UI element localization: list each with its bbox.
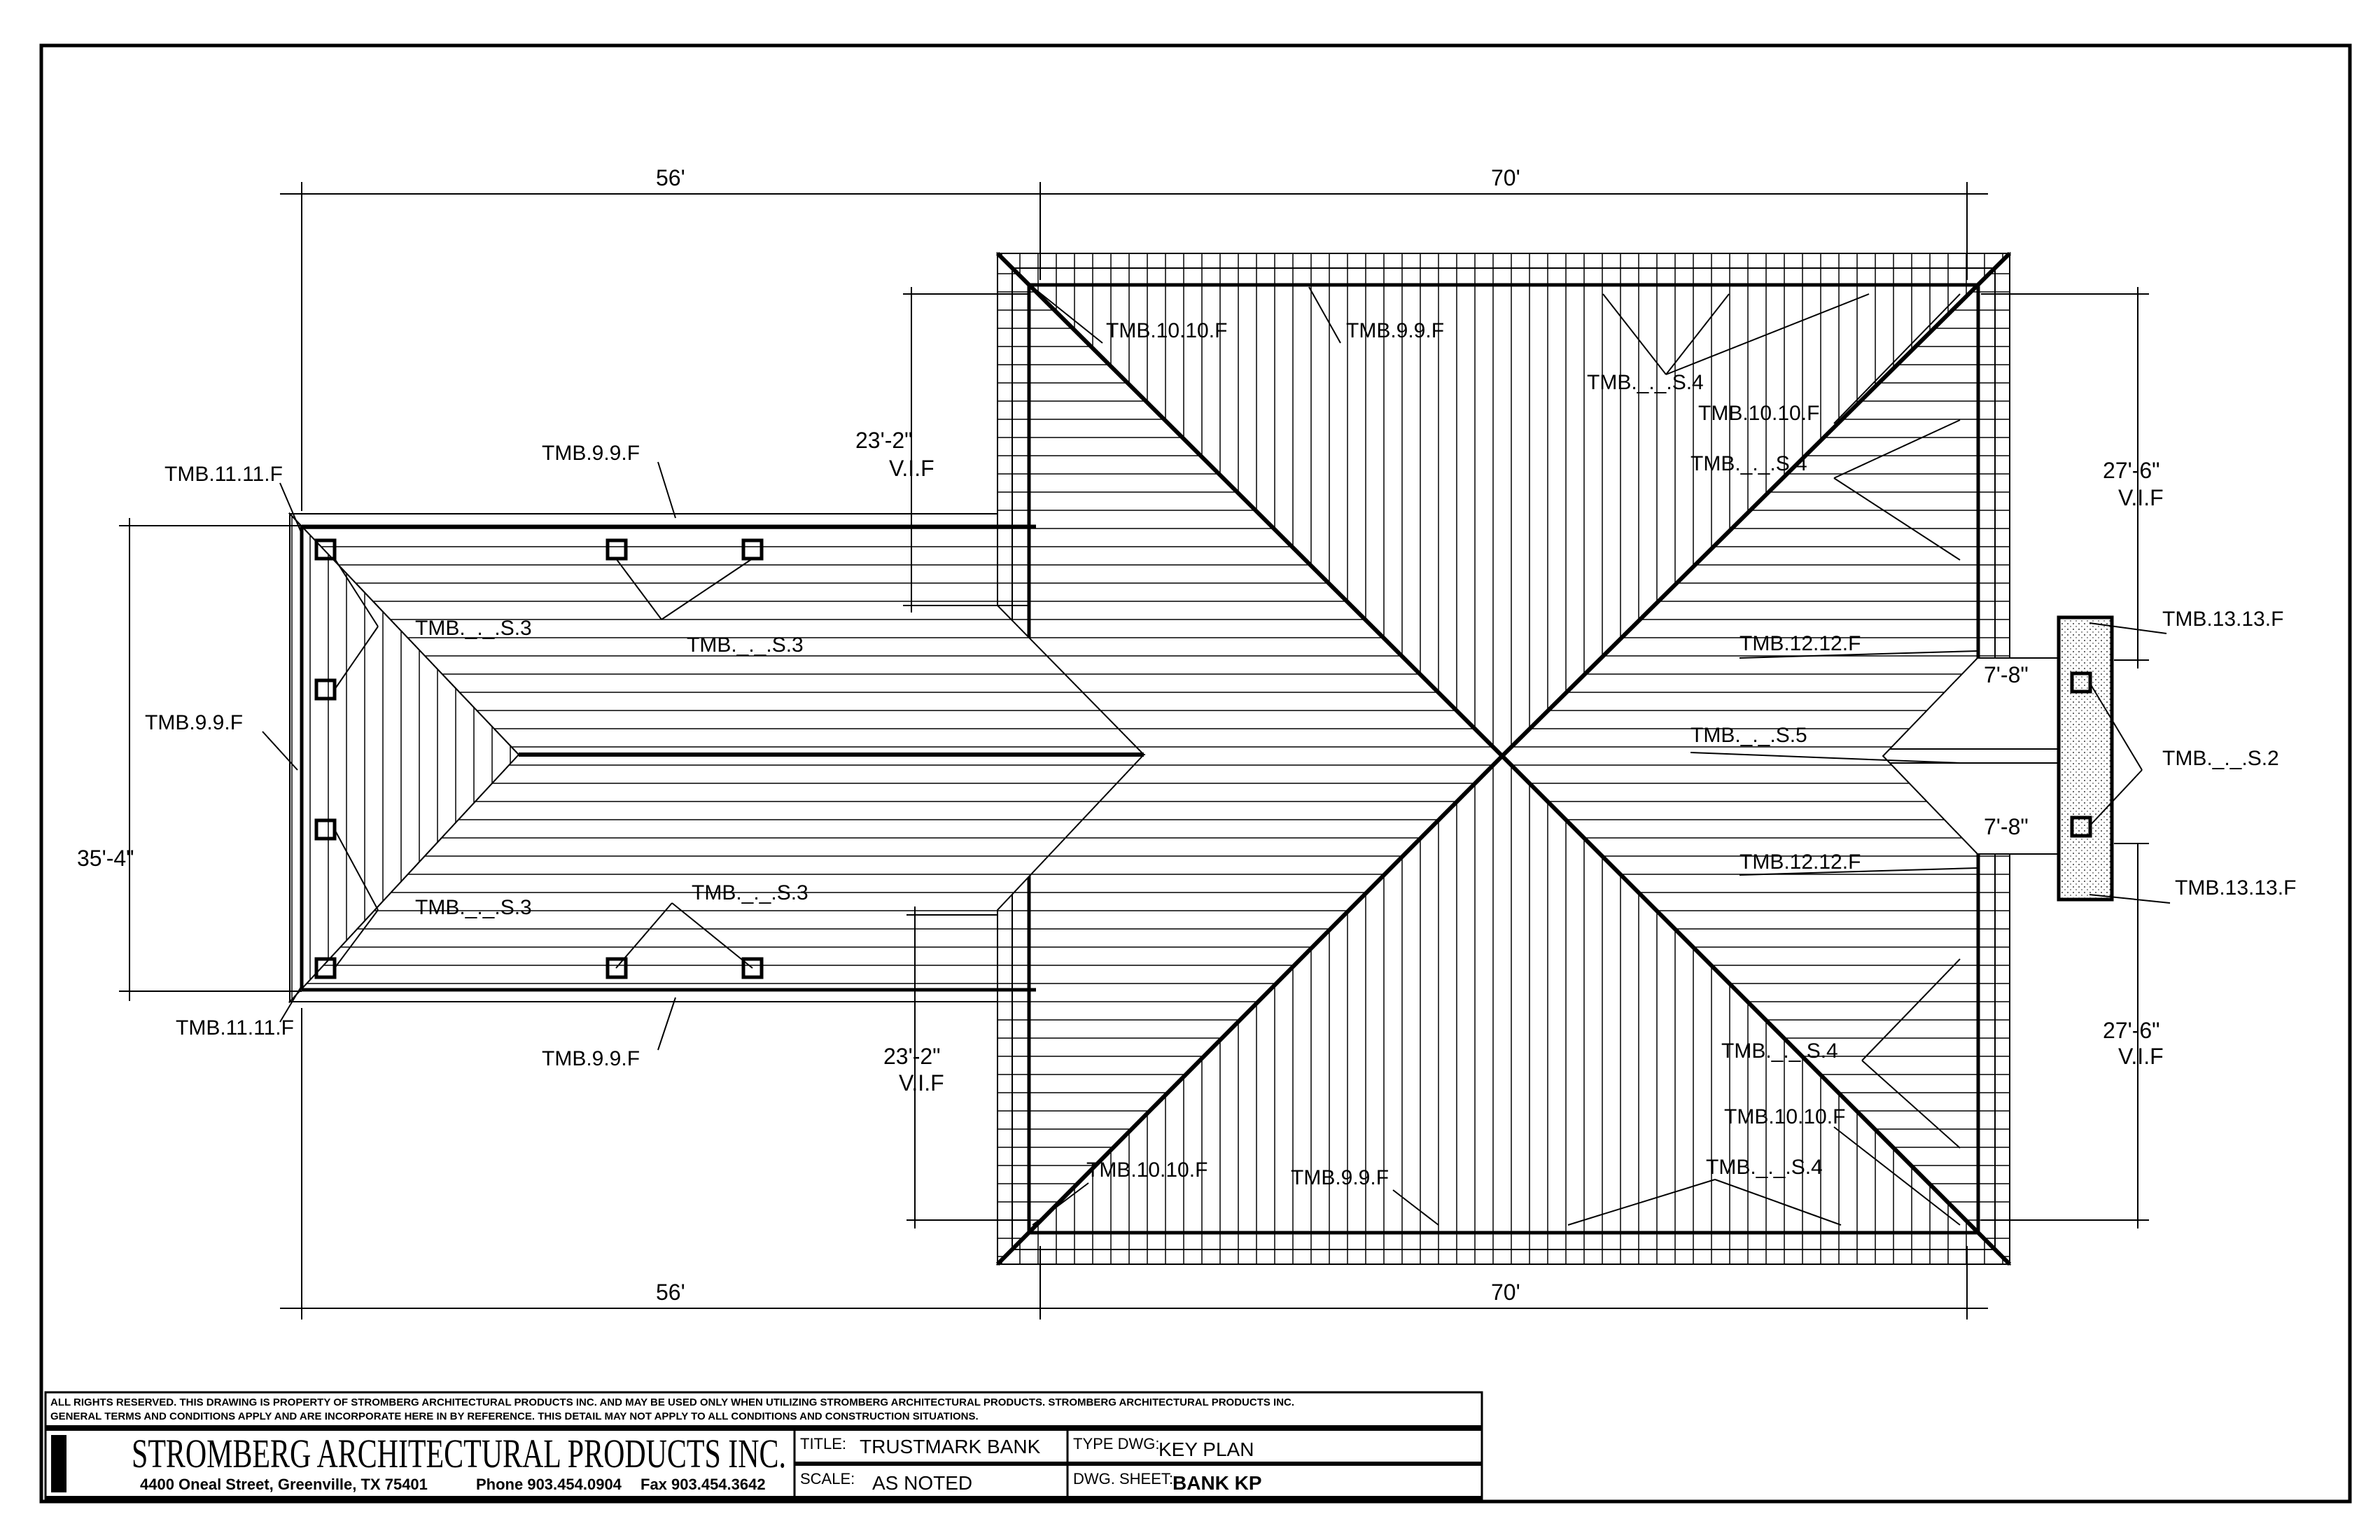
company-name: STROMBERG ARCHITECTURAL PRODUCTS INC.	[132, 1431, 786, 1476]
scale-label: SCALE:	[800, 1470, 855, 1488]
dimension-lines	[119, 182, 2149, 1320]
company-address: 4400 Oneal Street, Greenville, TX 75401	[140, 1476, 428, 1493]
callout: TMB.10.10.F	[1698, 402, 1819, 425]
type-label: TYPE DWG:	[1073, 1435, 1159, 1452]
callout: TMB.9.9.F	[145, 711, 243, 734]
dim-wing-height: 35'-4"	[77, 846, 134, 871]
dim-right-upper-note: V.I.F	[2118, 485, 2164, 510]
right-bay	[1882, 615, 2114, 902]
callout: TMB._._.S.4	[1721, 1040, 1838, 1063]
callout: TMB.9.9.F	[1346, 319, 1444, 342]
dim-upper-offset-note: V.I.F	[889, 456, 934, 481]
callout: TMB.9.9.F	[542, 1047, 640, 1070]
dim-right-upper: 27'-6"	[2103, 458, 2160, 483]
scale-value: AS NOTED	[872, 1472, 972, 1494]
callout: TMB.10.10.F	[1086, 1158, 1208, 1182]
callout: TMB._._.S.3	[687, 634, 804, 657]
dim-lower-offset-note: V.I.F	[899, 1070, 944, 1096]
callout: TMB.12.12.F	[1740, 850, 1861, 874]
callout: TMB.11.11.F	[176, 1016, 294, 1040]
callout: TMB.13.13.F	[2175, 876, 2296, 899]
notice-line-1: ALL RIGHTS RESERVED. THIS DRAWING IS PRO…	[50, 1396, 1294, 1408]
callout: TMB.12.12.F	[1740, 632, 1861, 655]
notice-line-2: GENERAL TERMS AND CONDITIONS APPLY AND A…	[50, 1410, 979, 1422]
callouts: TMB.10.10.F TMB.9.9.F TMB._._.S.4 TMB.10…	[145, 319, 2296, 1189]
leader-lines	[262, 286, 2171, 1226]
type-value: KEY PLAN	[1158, 1438, 1254, 1460]
dim-top-left: 56'	[656, 165, 685, 190]
wing-roof	[288, 512, 1146, 1004]
title-value: TRUSTMARK BANK	[860, 1436, 1041, 1457]
dim-bottom-right: 70'	[1491, 1280, 1520, 1305]
callout: TMB._._.S.5	[1690, 724, 1807, 747]
dim-top-right: 70'	[1491, 165, 1520, 190]
dim-right-lower-note: V.I.F	[2118, 1044, 2164, 1069]
column-beam	[2057, 615, 2114, 902]
callout: TMB.9.9.F	[542, 442, 640, 465]
company-logo	[51, 1435, 66, 1492]
dim-lower-offset: 23'-2"	[883, 1044, 941, 1069]
title-label: TITLE:	[800, 1435, 846, 1452]
dim-bottom-left: 56'	[656, 1280, 685, 1305]
dim-bay-upper: 7'-8"	[1984, 662, 2029, 687]
callout: TMB.11.11.F	[164, 463, 283, 486]
sheet-label: DWG. SHEET:	[1073, 1470, 1173, 1488]
callout: TMB._._.S.3	[692, 881, 808, 904]
callout: TMB.13.13.F	[2162, 608, 2283, 631]
callout: TMB._._.S.4	[1706, 1156, 1823, 1179]
dim-bay-lower: 7'-8"	[1984, 814, 2029, 839]
callout: TMB._._.S.4	[1587, 371, 1704, 394]
company-phone: Phone 903.454.0904	[476, 1476, 622, 1493]
callout: TMB.10.10.F	[1106, 319, 1227, 342]
dim-upper-offset: 23'-2"	[855, 428, 913, 453]
callout: TMB.9.9.F	[1291, 1166, 1389, 1189]
title-block: ALL RIGHTS RESERVED. THIS DRAWING IS PRO…	[44, 1391, 1483, 1502]
callout: TMB._._.S.2	[2162, 747, 2279, 770]
callout: TMB.10.10.F	[1724, 1105, 1845, 1128]
sheet-value: BANK KP	[1172, 1472, 1262, 1494]
callout: TMB._._.S.3	[415, 896, 532, 919]
dim-right-lower: 27'-6"	[2103, 1018, 2160, 1043]
callout: TMB._._.S.3	[415, 617, 532, 640]
company-fax: Fax 903.454.3642	[640, 1476, 766, 1493]
callout: TMB._._.S.4	[1690, 452, 1807, 475]
